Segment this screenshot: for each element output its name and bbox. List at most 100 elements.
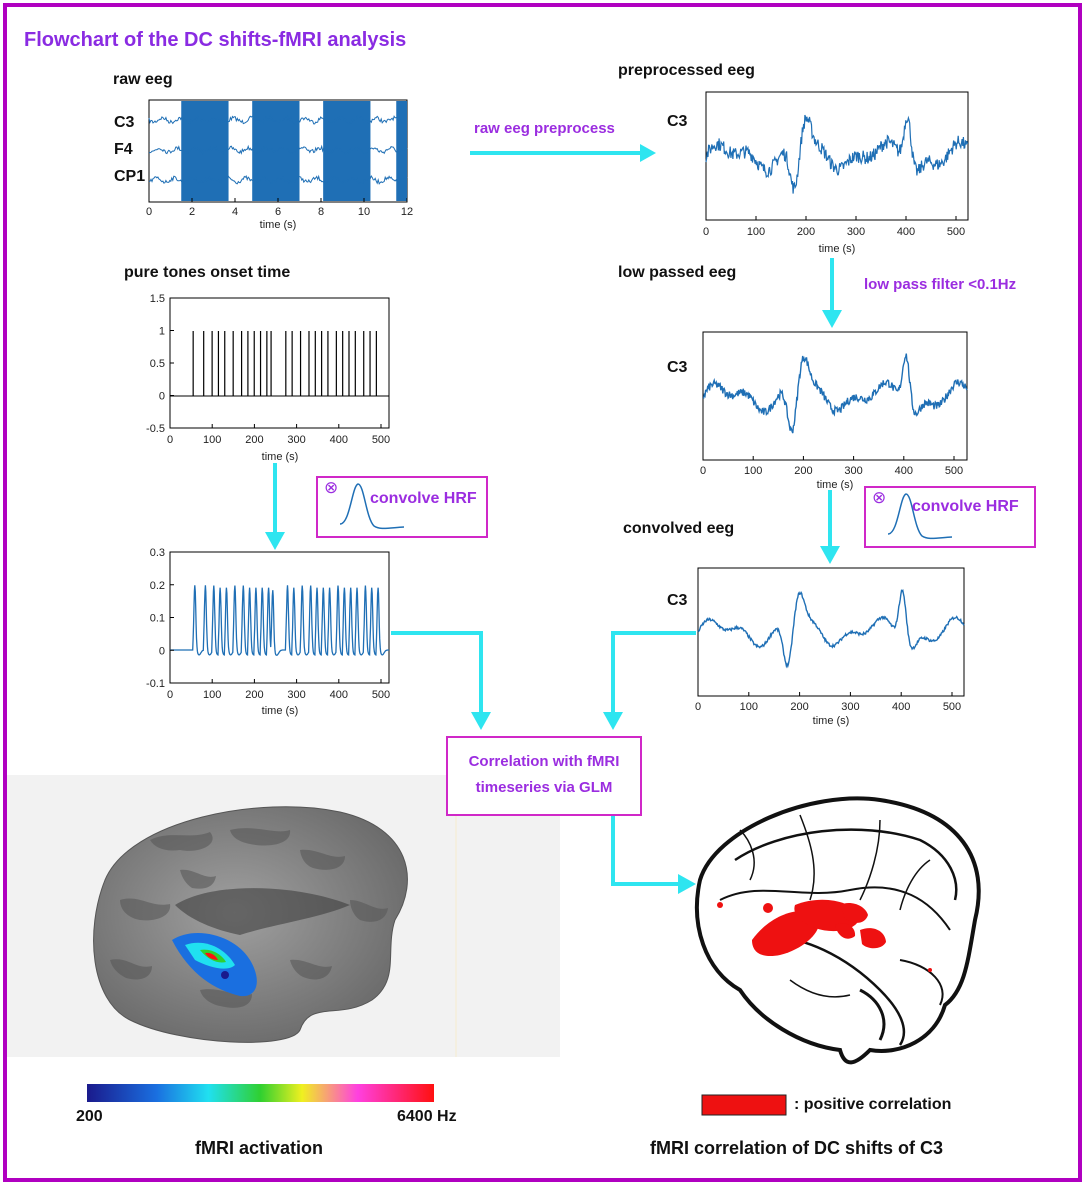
preprocessed-eeg-label: preprocessed eeg (618, 62, 755, 79)
x-tick-label: 300 (841, 701, 859, 713)
x-tick-label: 200 (797, 226, 815, 238)
convolve-operator-icon: ⊗ (872, 488, 887, 507)
convolved-channel-c3: C3 (667, 592, 688, 609)
preprocessed-eeg-xlabel: time (s) (819, 243, 856, 255)
x-tick-label: 400 (330, 434, 348, 446)
y-tick-label: 1 (159, 326, 165, 338)
x-tick-label: 300 (844, 465, 862, 477)
positive-correlation-swatch (701, 1094, 787, 1116)
convolved-eeg-label: convolved eeg (623, 520, 735, 537)
preprocessed-eeg-x-ticks: 0 100 200 300 400 500 (703, 216, 965, 238)
hrf-curve-icon (339, 483, 405, 530)
y-tick-label: 0.2 (150, 580, 165, 592)
arrow-head-convolve-right (820, 546, 840, 564)
preprocessed-channel-c3: C3 (667, 113, 688, 130)
y-tick-label: 0 (159, 645, 165, 657)
convolve-hrf-box-right: ⊗ convolve HRF (864, 486, 1036, 548)
figure-frame (3, 3, 1082, 1182)
raw-channel-f4: F4 (114, 141, 133, 158)
x-tick-label: 500 (945, 465, 963, 477)
x-tick-label: 200 (245, 689, 263, 701)
x-tick-label: 500 (947, 226, 965, 238)
convolve-hrf-label-left: convolve HRF (370, 490, 477, 507)
x-tick-label: 100 (203, 434, 221, 446)
x-tick-label: 0 (703, 226, 709, 238)
arrow-tones-to-glm (391, 631, 483, 714)
raw-eeg-artifact-band (396, 101, 407, 201)
y-tick-label: -0.5 (146, 423, 165, 435)
tone-onset-label: pure tones onset time (124, 264, 291, 281)
convolved-eeg-trace (697, 588, 965, 669)
y-tick-label: 1.5 (150, 293, 165, 305)
x-tick-label: 300 (287, 689, 305, 701)
convolved-tones-xlabel: time (s) (262, 705, 299, 717)
raw-channel-c3: C3 (114, 114, 135, 131)
positive-correlation-legend-label: : positive correlation (794, 1096, 952, 1113)
figure-title: Flowchart of the DC shifts-fMRI analysis (24, 29, 407, 51)
arrow-eeg-to-glm (611, 631, 696, 714)
frequency-colorbar (87, 1084, 434, 1102)
x-tick-label: 100 (203, 689, 221, 701)
x-tick-label: 100 (747, 226, 765, 238)
glm-correlation-box: Correlation with fMRI timeseries via GLM (446, 736, 642, 816)
raw-eeg-traces (148, 114, 408, 185)
arrow-glm-to-correlation (611, 815, 680, 886)
glm-line-2: timeseries via GLM (475, 779, 613, 796)
arrow-head-preprocess (640, 144, 656, 162)
x-tick-label: 4 (232, 206, 238, 218)
x-tick-label: 200 (790, 701, 808, 713)
preprocessed-eeg-trace (705, 114, 969, 194)
tone-onset-xlabel: time (s) (262, 451, 299, 463)
y-tick-label: 0 (159, 391, 165, 403)
raw-eeg-channel-trace (148, 114, 408, 125)
x-tick-label: 500 (372, 434, 390, 446)
tone-onset-y-ticks: 1.5 1 0.5 0 -0.5 (146, 293, 174, 435)
x-tick-label: 300 (847, 226, 865, 238)
convolve-hrf-label-right: convolve HRF (912, 498, 1019, 515)
low-passed-eeg-trace (702, 353, 968, 434)
x-tick-label: 400 (897, 226, 915, 238)
x-tick-label: 8 (318, 206, 324, 218)
y-tick-label: 0.5 (150, 358, 165, 370)
low-passed-eeg-label: low passed eeg (618, 264, 737, 281)
convolve-operator-icon: ⊗ (324, 478, 339, 497)
hrf-curve-icon (887, 493, 953, 540)
raw-eeg-xlabel: time (s) (260, 219, 297, 231)
convolved-tones-y-ticks: 0.30.20.10-0.1 (146, 547, 174, 690)
arrow-head-lowpass (822, 310, 842, 328)
y-tick-label: 0.3 (150, 547, 165, 559)
x-tick-label: 12 (401, 206, 413, 218)
x-tick-label: 200 (794, 465, 812, 477)
x-tick-label: 500 (943, 701, 961, 713)
x-tick-label: 400 (330, 689, 348, 701)
y-tick-label: 0.1 (150, 613, 165, 625)
colorbar-max-label: 6400 Hz (397, 1108, 457, 1125)
x-tick-label: 0 (146, 206, 152, 218)
x-tick-label: 100 (740, 701, 758, 713)
x-tick-label: 0 (695, 701, 701, 713)
tone-onset-stems (192, 331, 377, 396)
x-tick-label: 0 (700, 465, 706, 477)
arrow-head-convolve-left (265, 532, 285, 550)
positive-correlation-clusters (717, 899, 932, 972)
glass-brain-image (695, 796, 981, 1065)
glm-line-1: Correlation with fMRI (468, 753, 620, 770)
preprocessed-eeg-plot: 0 100 200 300 400 500 time (s) (703, 91, 969, 255)
x-tick-label: 300 (287, 434, 305, 446)
x-tick-label: 6 (275, 206, 281, 218)
arrow-head-glm-to-correlation (678, 874, 696, 894)
x-tick-label: 0 (167, 689, 173, 701)
convolved-eeg-xlabel: time (s) (813, 715, 850, 727)
arrow-head-eeg-to-glm (603, 712, 623, 730)
fmri-activation-caption: fMRI activation (195, 1138, 324, 1158)
